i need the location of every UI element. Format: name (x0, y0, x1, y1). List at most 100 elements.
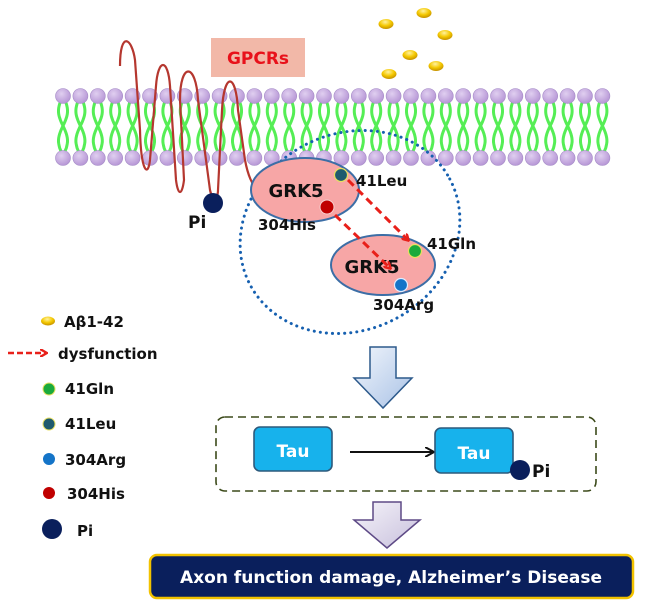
lipid-head (107, 150, 123, 166)
lipid-head (507, 150, 524, 166)
site-304his-label: 304His (258, 216, 316, 234)
amyloid-beta-pellet (416, 8, 432, 18)
lipid-tail (91, 101, 104, 153)
gpcr-label: GPCRs (211, 38, 305, 77)
lipid-head (107, 88, 123, 104)
lipid-head (350, 150, 367, 166)
lipid-head (490, 88, 506, 104)
lipid-tail (161, 101, 174, 153)
lipid-head (472, 150, 489, 166)
legend-label: dysfunction (58, 345, 158, 363)
lipid-head (124, 150, 141, 166)
lipid-head (281, 88, 298, 104)
legend-item-amyloid: Aβ1-42 (41, 313, 124, 331)
tau-phosphorylation-box (215, 416, 597, 492)
lipid-tail (126, 101, 139, 153)
lipid-tail (526, 101, 539, 153)
outcome-text: Axon function damage, Alzheimer’s Diseas… (180, 568, 602, 588)
lipid-tail (579, 101, 591, 153)
lipid-tail (300, 101, 313, 153)
lipid-head (90, 88, 106, 104)
lipid-head (542, 150, 559, 166)
lipid-head (420, 150, 437, 166)
tau-phosphate-dot (510, 460, 530, 480)
lipid-tail (109, 101, 122, 153)
lipid-tail (405, 101, 417, 153)
site-41gln-label: 41Gln (427, 235, 476, 253)
lipid-tail (352, 101, 365, 153)
lipid-head (455, 88, 472, 104)
grk5-complex-outline (238, 129, 462, 335)
lipid-head (559, 150, 576, 166)
amyloid-beta-pellet (378, 19, 394, 29)
lipid-head (437, 150, 454, 166)
legend-label: Aβ1-42 (64, 313, 124, 331)
lipid-head (524, 150, 541, 166)
lipid-head (559, 88, 576, 104)
cell-membrane-lipid-bilayer (55, 88, 611, 166)
site-304his-dot (319, 199, 335, 215)
site-41leu-label: 41Leu (356, 172, 407, 190)
lipid-tail (596, 101, 609, 153)
lipid-head (142, 88, 158, 104)
site-304arg-label: 304Arg (373, 296, 434, 314)
lipid-head (385, 150, 402, 166)
lipid-head (455, 150, 472, 166)
down-arrow-to-outcome (351, 501, 423, 549)
lipid-tail (370, 101, 383, 153)
down-arrow-to-tau (352, 346, 414, 410)
grk5-wildtype-label: GRK5 (268, 181, 323, 202)
tau-unphosphorylated (253, 426, 333, 472)
gpcr-phosphate-label: Pi (188, 213, 206, 233)
lipid-head (55, 88, 71, 104)
dysfunction-arrow-41leu-to-41gln (346, 178, 408, 240)
lipid-tail (57, 101, 69, 153)
lipid-head (177, 150, 193, 166)
tau-phosphorylated (434, 427, 514, 474)
lipid-head (542, 88, 559, 104)
lipid-tail (422, 101, 435, 153)
lipid-tail (74, 101, 87, 153)
lipid-head (298, 88, 315, 104)
site-41leu-dot (333, 167, 349, 183)
site-304arg-dot (393, 277, 409, 293)
legend: Aβ1-42 dysfunction 41Gln 41Leu 304Arg 30… (8, 313, 158, 540)
site-41gln-dot (407, 243, 423, 259)
lipid-head (350, 88, 367, 104)
amyloid-beta-pellet (428, 61, 444, 71)
tau-phosphate-label: Pi (532, 462, 550, 482)
blue-dot-icon (43, 453, 55, 465)
lipid-head (385, 88, 402, 104)
lipid-head (246, 150, 263, 166)
gpcr-label-box (211, 38, 305, 77)
lipid-head (333, 88, 350, 104)
lipid-head (368, 88, 385, 104)
legend-item-304arg: 304Arg (43, 451, 126, 469)
lipid-head (594, 88, 611, 104)
amyloid-beta-pellet (381, 69, 397, 79)
tau-phosphorylated-label: Tau (458, 444, 491, 464)
lipid-head (437, 88, 454, 104)
lipid-head (594, 150, 611, 166)
lipid-tail (561, 101, 574, 153)
green-dot-icon (42, 382, 56, 396)
lipid-head (246, 88, 263, 104)
lipid-tail (265, 101, 278, 153)
lipid-head (90, 150, 106, 166)
lipid-head (420, 88, 437, 104)
lipid-head (577, 88, 593, 104)
gpcr-receptor (118, 40, 259, 199)
amyloid-beta-pellet (437, 30, 453, 40)
lipid-tail (492, 101, 504, 153)
legend-label: 41Gln (65, 380, 114, 398)
lipid-tail (474, 101, 487, 153)
gpcr-label-text: GPCRs (227, 49, 289, 69)
lipid-head (490, 150, 506, 166)
tau-unphosphorylated-label: Tau (277, 442, 310, 462)
lipid-tail (509, 101, 522, 153)
lipid-tail (196, 101, 209, 153)
red-dot-icon (43, 487, 55, 499)
grk5-wildtype: GRK5 41Leu 304His (250, 157, 407, 234)
amyloid-beta-pellet (402, 50, 418, 60)
